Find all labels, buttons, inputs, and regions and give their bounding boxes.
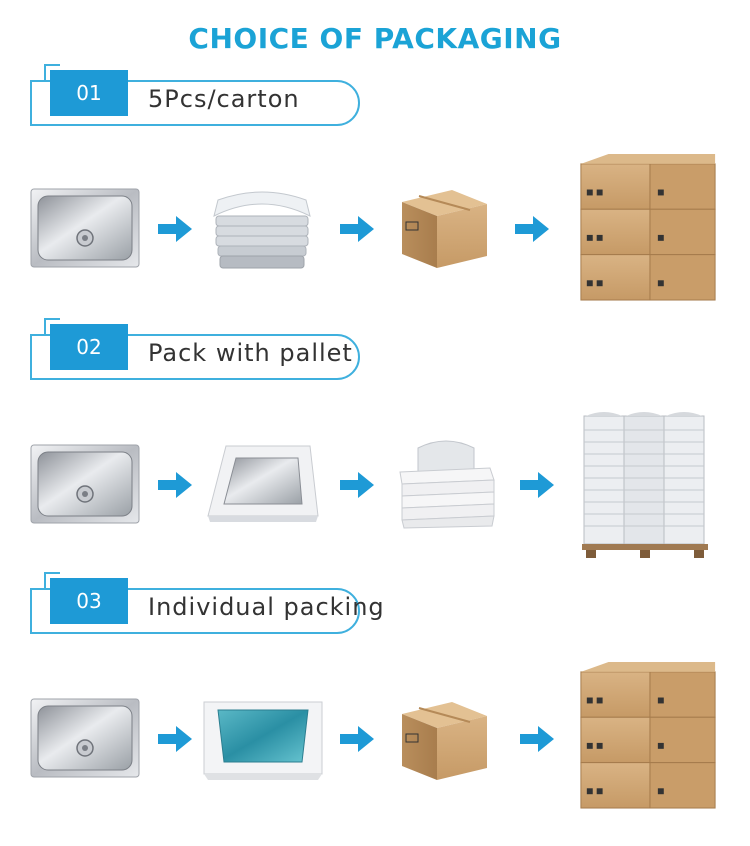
sink-icon bbox=[30, 188, 140, 268]
arrow-right-icon bbox=[158, 726, 192, 752]
section-number-badge: 01 bbox=[50, 70, 128, 116]
carton-box-icon bbox=[392, 182, 492, 272]
arrow-right-icon bbox=[515, 216, 549, 242]
process-row-2 bbox=[0, 404, 750, 558]
section-header-3: 03 Individual packing bbox=[30, 572, 384, 636]
header-corner bbox=[44, 318, 60, 334]
page-title: CHOICE OF PACKAGING bbox=[188, 22, 562, 55]
arrow-right-icon bbox=[340, 472, 374, 498]
wrapped-sinks-icon bbox=[213, 191, 311, 269]
film-wrapped-sink-icon bbox=[203, 701, 323, 780]
arrow-right-icon bbox=[340, 216, 374, 242]
sink-icon bbox=[30, 698, 140, 778]
foam-tray-icon bbox=[207, 445, 319, 522]
arrow-right-icon bbox=[520, 472, 554, 498]
arrow-right-icon bbox=[520, 726, 554, 752]
arrow-right-icon bbox=[158, 472, 192, 498]
section-label: Pack with pallet bbox=[148, 339, 353, 367]
pallet-stack-icon bbox=[582, 412, 708, 558]
carton-stack-icon bbox=[578, 662, 718, 810]
header-corner bbox=[44, 64, 60, 80]
section-number-badge: 03 bbox=[50, 578, 128, 624]
foam-pack-icon bbox=[399, 440, 495, 529]
carton-stack-icon bbox=[578, 154, 718, 302]
section-label: 5Pcs/carton bbox=[148, 85, 300, 113]
section-header-1: 01 5Pcs/carton bbox=[30, 64, 362, 128]
process-row-3 bbox=[0, 660, 750, 810]
process-row-1 bbox=[0, 150, 750, 300]
header-corner bbox=[44, 572, 60, 588]
arrow-right-icon bbox=[340, 726, 374, 752]
sink-icon bbox=[30, 444, 140, 524]
carton-box-icon bbox=[392, 694, 492, 784]
section-label: Individual packing bbox=[148, 593, 385, 621]
section-number-badge: 02 bbox=[50, 324, 128, 370]
arrow-right-icon bbox=[158, 216, 192, 242]
section-header-2: 02 Pack with pallet bbox=[30, 318, 362, 382]
